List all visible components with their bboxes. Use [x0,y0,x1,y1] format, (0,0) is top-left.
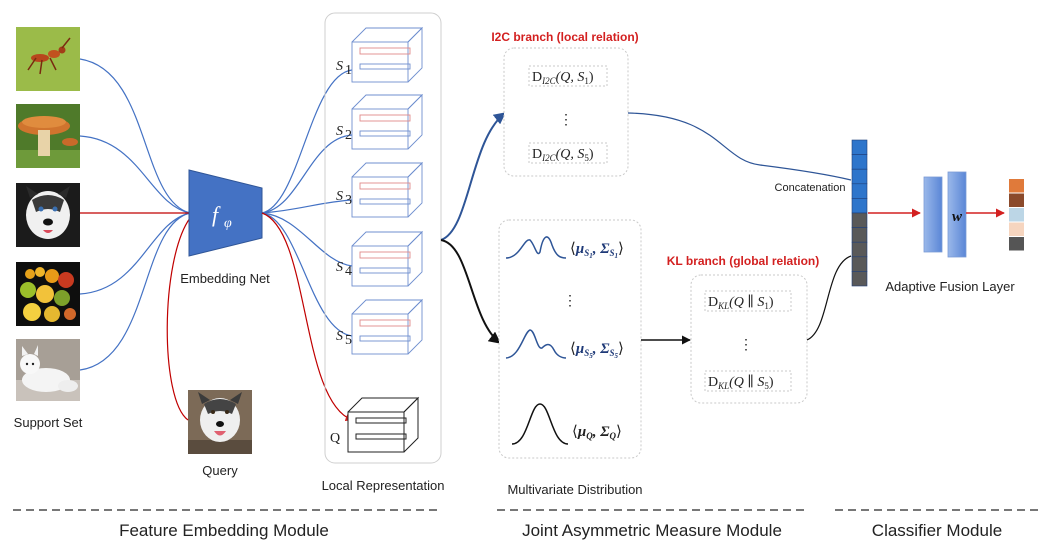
embedding-net: f φ [188,169,263,257]
concat-cell-10 [851,271,868,287]
support-image-husky [16,183,80,247]
embedding-symbol: f [212,202,221,227]
support-cube-4 [351,230,424,287]
adaptive-fusion-label: Adaptive Fusion Layer [885,279,1015,294]
output-cell-3 [1009,208,1024,222]
classifier-output-vector [1009,179,1024,251]
support-cube-5 [351,298,424,355]
i2c-first-formula: DI2C(Q, S1) [532,70,594,86]
query-to-embedding-link [166,217,191,421]
i2c-dots: ⋮ [559,113,573,128]
s2-index: 2 [345,128,352,143]
concat-cell-3 [851,168,868,185]
support-image-mushroom [16,104,80,168]
multivariate-distribution-label: Multivariate Distribution [507,482,642,497]
support-image-ant [16,27,80,91]
concat-cell-5 [851,198,868,214]
support-cube-3 [351,161,424,218]
kl-first-cell [704,290,792,312]
s5-symbol: S [336,329,343,344]
concat-cell-9 [851,256,868,272]
s1-symbol: S [336,59,343,74]
concat-cell-2 [851,154,868,170]
feature-embedding-module-label: Feature Embedding Module [119,521,329,540]
i2c-to-concat-link [627,112,852,181]
i2c-last-cell [528,142,608,164]
concatenation-label: Concatenation [775,182,846,194]
kl-last-cell [704,370,792,392]
kl-last-formula: DKL(Q ∥ S5) [708,374,774,391]
concatenation-vector [851,139,868,287]
s4-index: 4 [345,264,352,279]
embedding-to-query-local-link [261,212,353,422]
to-distribution-link [440,239,501,344]
classifier-module-label: Classifier Module [872,521,1002,540]
s4-symbol: S [336,260,343,275]
distribution-dots: ⋮ [563,294,577,309]
concat-cell-6 [851,212,868,228]
local-representation-label: Local Representation [322,478,445,493]
s5-index: 5 [345,333,352,348]
output-cell-1 [1009,179,1024,193]
support-symbols: S 1 S 2 S 3 S 4 S 5 Q [330,59,352,446]
s2-symbol: S [336,124,343,139]
i2c-branch-title: I2C branch (local relation) [491,30,638,44]
query-label: Query [202,463,238,478]
query-distribution-label: ⟨μQ, ΣQ⟩ [572,424,622,441]
concat-cell-4 [851,183,868,199]
support-set-label: Support Set [14,415,83,430]
s1-index: 1 [345,63,352,78]
query-image [188,390,252,454]
distribution-box [498,219,642,459]
joint-asymmetric-module-label: Joint Asymmetric Measure Module [522,521,782,540]
query-distribution-curve [511,403,569,445]
output-cell-4 [1009,222,1024,236]
s1-distribution-curve [505,236,567,259]
local-representation-panel [324,12,442,464]
embedding-net-label: Embedding Net [180,271,270,286]
kl-dots: ⋮ [739,338,753,353]
s5-distribution-label: ⟨μS5, ΣS5⟩ [570,341,624,360]
output-cell-5 [1009,237,1024,251]
support-feature-cubes [351,26,424,355]
output-cell-2 [1009,193,1024,207]
query-feature-cube [347,396,420,453]
concat-cell-1 [851,139,868,155]
kl-branch-title: KL branch (global relation) [667,254,819,268]
s3-index: 3 [345,193,352,208]
to-i2c-branch-link [440,112,506,241]
support-set-images: Support Set [14,27,83,430]
adaptive-fusion-layer: w [923,171,967,258]
fusion-weight-symbol: w [952,209,963,225]
support-image-arctic-fox [16,339,80,401]
embedding-to-local-links [261,69,353,337]
support-cube-1 [351,26,424,83]
query-symbol: Q [330,431,340,446]
support-image-fruit [16,262,80,326]
support-cube-2 [351,93,424,150]
i2c-first-cell [528,65,608,87]
concat-cell-8 [851,241,868,258]
s1-distribution-label: ⟨μS1, ΣS1⟩ [570,241,624,260]
s3-symbol: S [336,189,343,204]
s5-distribution-curve [505,329,567,359]
support-to-embedding-links [79,58,191,371]
kl-to-concat-link [806,255,852,341]
embedding-symbol-sub: φ [224,216,232,231]
i2c-last-formula: DI2C(Q, S5) [532,147,594,163]
concat-cell-7 [851,227,868,243]
kl-first-formula: DKL(Q ∥ S1) [708,294,774,311]
